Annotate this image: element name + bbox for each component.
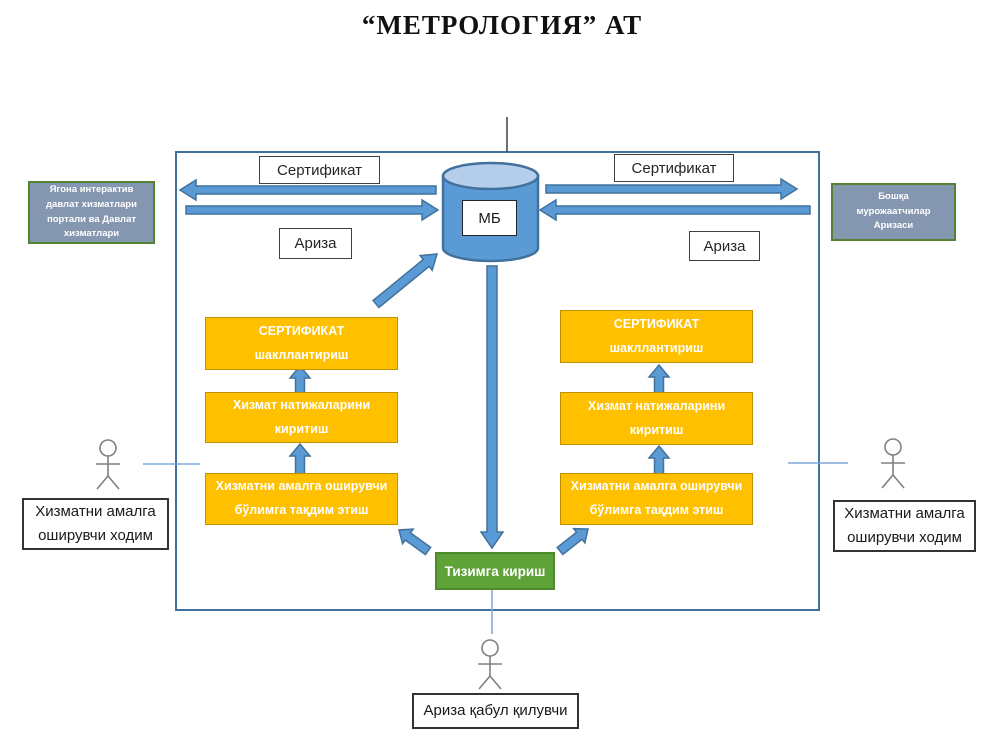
login-to-left-step-arrow [398, 528, 432, 556]
certificate-out-arrow-right [545, 177, 799, 201]
step-box-results-right: Хизмат натижаларини киритиш [560, 392, 753, 445]
step-box-certificate-right: СЕРТИФИКАТ шакллантириш [560, 310, 753, 363]
application-in-arrow-left [185, 198, 440, 222]
person-icon [96, 439, 120, 490]
step-box-results-left: Хизмат натижаларини киритиш [205, 392, 398, 443]
step-box-submit-left: Хизматни амалга оширувчи бўлимга тақдим … [205, 473, 398, 525]
step-to-db-arrow [372, 253, 439, 309]
application-in-arrow-right [538, 198, 811, 222]
step-up-arrow [288, 442, 312, 475]
db-to-login-arrow [479, 265, 505, 550]
certificate-label-right: Сертификат [614, 154, 734, 182]
step-up-arrow [647, 363, 671, 394]
person-icon [881, 438, 905, 489]
step-box-submit-right: Хизматни амалга оширувчи бўлимга тақдим … [560, 473, 753, 525]
employee-label-left: Хизматни амалга оширувчи ходим [22, 498, 169, 550]
certificate-label-left: Сертификат [259, 156, 380, 184]
db-label: МБ [462, 200, 517, 236]
other-applicants-box: Бошқа мурожаатчилар Аризаси [831, 183, 956, 241]
login-box: Тизимга кириш [435, 552, 555, 590]
system-boundary [175, 151, 820, 611]
page-title: “МЕТРОЛОГИЯ” АТ [361, 10, 643, 40]
step-up-arrow [647, 444, 671, 475]
person-icon [478, 639, 502, 690]
employee-label-right: Хизматни амалга оширувчи ходим [833, 500, 976, 552]
application-label-right: Ариза [689, 231, 760, 261]
portal-source-box: Ягона интерактив давлат хизматлари порта… [28, 181, 155, 244]
certificate-out-arrow-left [178, 178, 437, 202]
step-up-arrow [288, 364, 312, 394]
application-label-left: Ариза [279, 228, 352, 259]
receiver-label: Ариза қабул қилувчи [412, 693, 579, 729]
login-to-right-step-arrow [556, 527, 589, 556]
step-box-certificate-left: СЕРТИФИКАТ шакллантириш [205, 317, 398, 370]
